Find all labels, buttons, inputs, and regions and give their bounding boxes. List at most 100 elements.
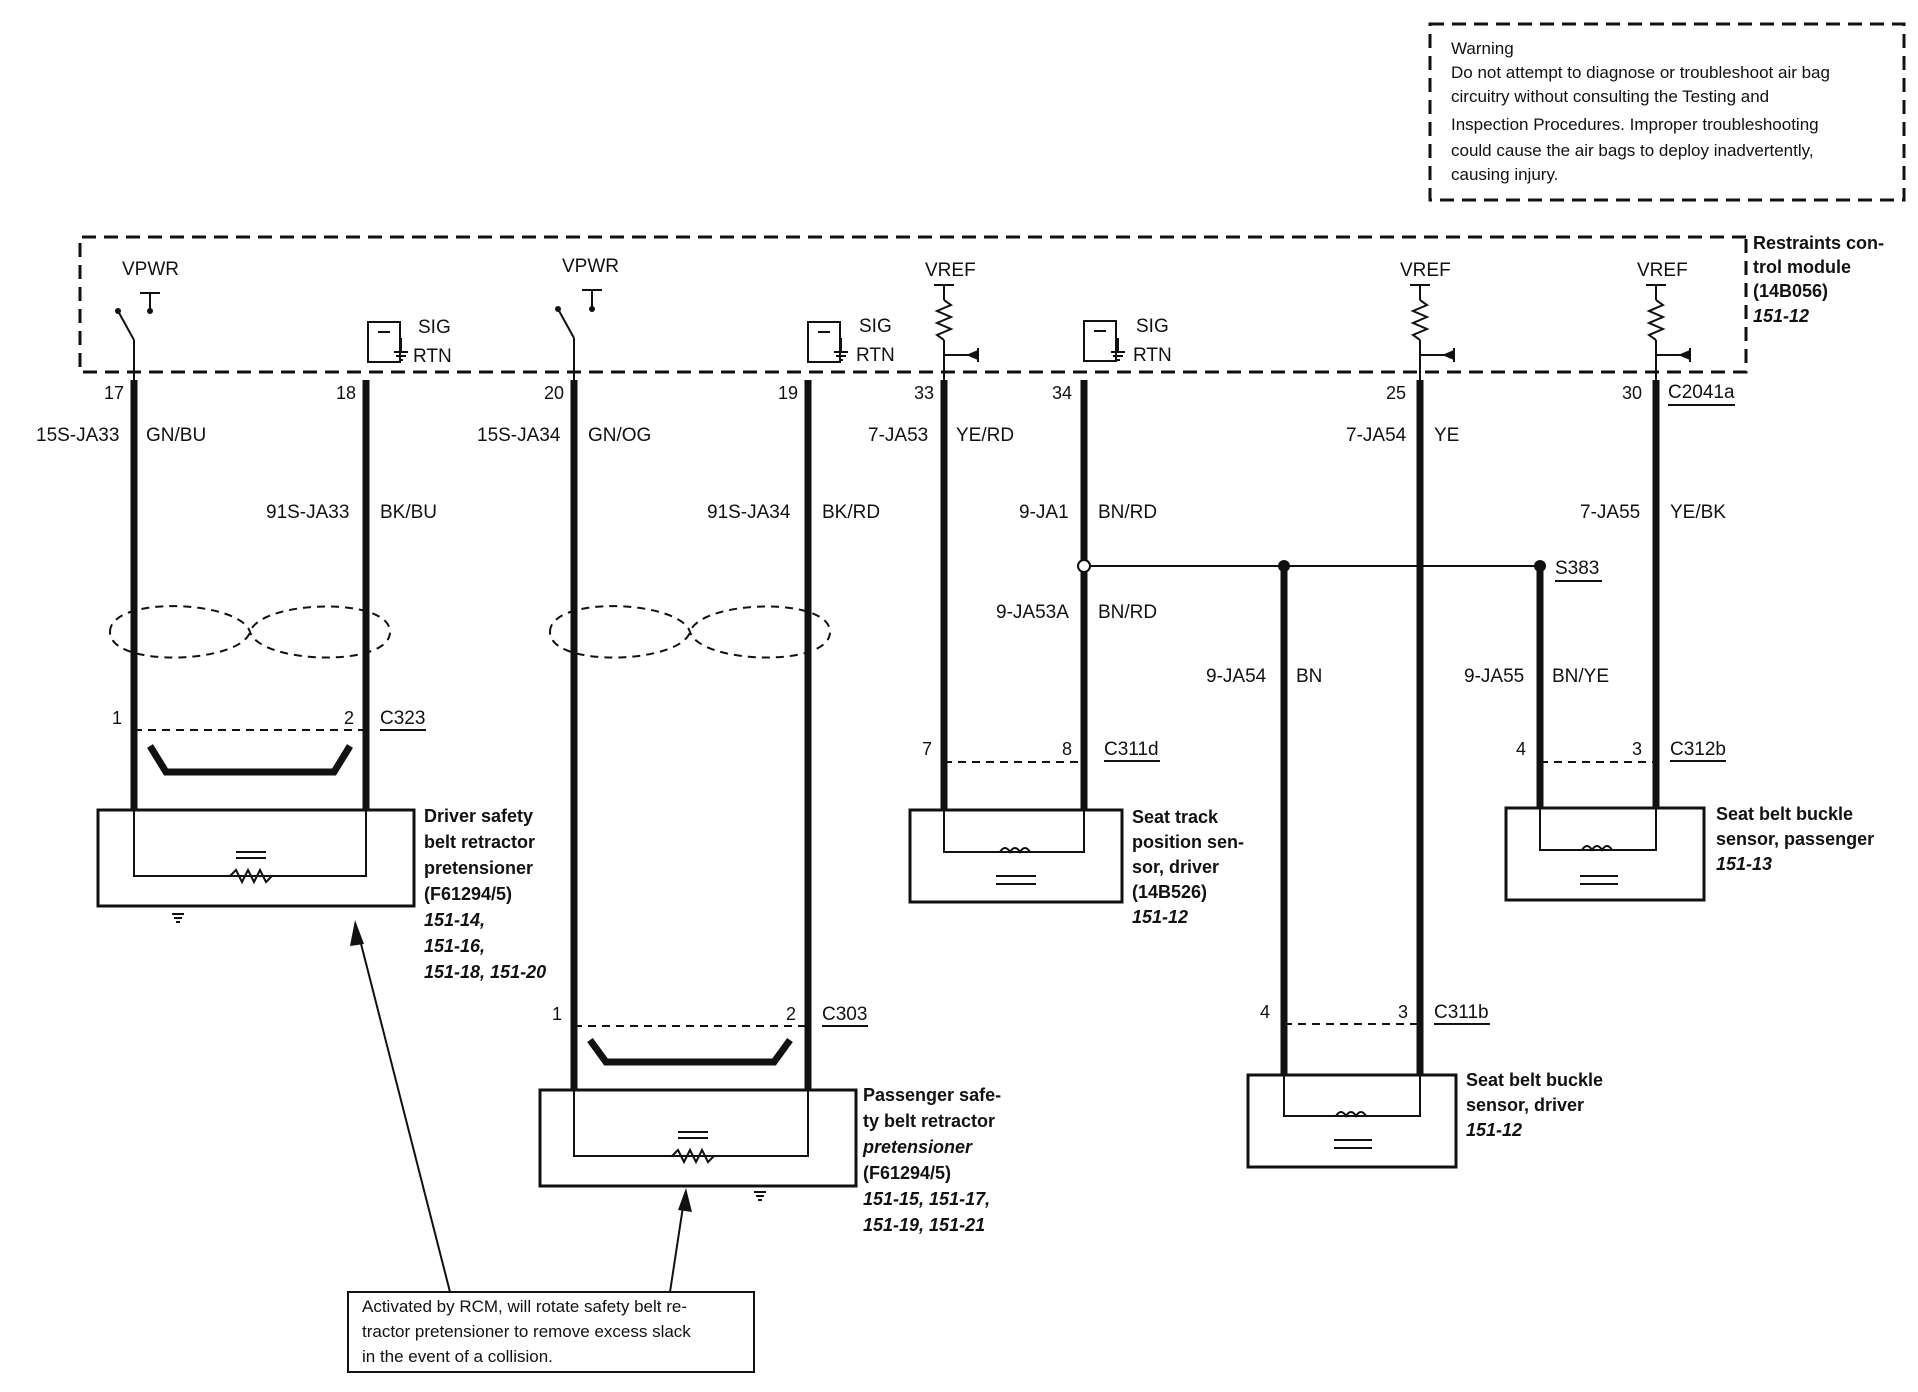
pin-20: 20 bbox=[544, 383, 564, 403]
pin-33: 33 bbox=[914, 383, 934, 403]
seat-track-line-1: Seat track bbox=[1132, 807, 1219, 827]
sig-label-2: SIG bbox=[859, 316, 892, 337]
c311d-label: C311d bbox=[1104, 739, 1159, 760]
note-line-2: tractor pretensioner to remove excess sl… bbox=[362, 1322, 691, 1341]
note-arrow-2 bbox=[669, 1199, 685, 1293]
sig-label-3: SIG bbox=[1136, 316, 1169, 337]
connector-c303: 1 2 C303 bbox=[552, 1004, 868, 1066]
warning-line-5: causing injury. bbox=[1451, 165, 1558, 184]
twisted-pair-1 bbox=[108, 605, 392, 659]
vpwr-label-2: VPWR bbox=[562, 256, 619, 277]
circuit-9-ja55: 9-JA55 bbox=[1464, 666, 1524, 687]
warning-line-1: Do not attempt to diagnose or troublesho… bbox=[1451, 63, 1830, 82]
driver-pret-line-4: (F61294/5) bbox=[424, 884, 512, 904]
connector-c311d: 7 8 C311d bbox=[922, 739, 1160, 763]
vref-label-1: VREF bbox=[925, 260, 976, 281]
pass-pret-line-3: pretensioner bbox=[862, 1137, 973, 1157]
circuit-15s-ja33: 15S-JA33 bbox=[36, 425, 119, 446]
c311b-pin-3: 3 bbox=[1398, 1002, 1408, 1022]
circuit-7-ja54: 7-JA54 bbox=[1346, 425, 1407, 446]
pin-17: 17 bbox=[104, 383, 124, 403]
color-gn-og: GN/OG bbox=[588, 425, 651, 446]
vpwr-switch-2: VPWR bbox=[555, 256, 619, 380]
driver-pret-ref-2: 151-16, bbox=[424, 936, 485, 956]
circuit-7-ja55: 7-JA55 bbox=[1580, 502, 1640, 523]
color-bn: BN bbox=[1296, 666, 1322, 687]
vpwr-label-1: VPWR bbox=[122, 259, 179, 280]
circuit-7-ja53: 7-JA53 bbox=[868, 425, 928, 446]
pass-pret-ref-1: 151-15, 151-17, bbox=[863, 1189, 990, 1209]
module-connector-label: C2041a bbox=[1668, 382, 1735, 403]
rtn-label-3: RTN bbox=[1133, 345, 1172, 366]
c303-pin-2: 2 bbox=[786, 1004, 796, 1024]
note-line-1: Activated by RCM, will rotate safety bel… bbox=[362, 1297, 687, 1316]
module-name-line-1: Restraints con- bbox=[1753, 233, 1884, 253]
splice-dot-2 bbox=[1278, 560, 1290, 572]
driver-pret-line-3: pretensioner bbox=[424, 858, 533, 878]
driver-pretensioner: Driver safety belt retractor pretensione… bbox=[96, 806, 546, 982]
seat-track-line-4: (14B526) bbox=[1132, 882, 1207, 902]
c311b-label: C311b bbox=[1434, 1002, 1489, 1023]
c311d-pin-8: 8 bbox=[1062, 739, 1072, 759]
pin-30: 30 bbox=[1622, 383, 1642, 403]
color-ye-bk: YE/BK bbox=[1670, 502, 1726, 523]
c323-label: C323 bbox=[380, 708, 425, 729]
note-box: Activated by RCM, will rotate safety bel… bbox=[347, 920, 755, 1373]
c311b-pin-4: 4 bbox=[1260, 1002, 1270, 1022]
seat-track-line-2: position sen- bbox=[1132, 832, 1244, 852]
warning-line-4: could cause the air bags to deploy inadv… bbox=[1451, 141, 1814, 160]
buckle-pass-line-2: sensor, passenger bbox=[1716, 829, 1874, 849]
color-gn-bu: GN/BU bbox=[146, 425, 206, 446]
c312b-pin-3: 3 bbox=[1632, 739, 1642, 759]
module-name-line-3: (14B056) bbox=[1753, 281, 1828, 301]
color-bn-ye: BN/YE bbox=[1552, 666, 1609, 687]
c312b-label: C312b bbox=[1670, 739, 1726, 760]
pin-18: 18 bbox=[336, 383, 356, 403]
color-bk-bu: BK/BU bbox=[380, 502, 437, 523]
circuit-91s-ja34: 91S-JA34 bbox=[707, 502, 791, 523]
buckle-driver-line-1: Seat belt buckle bbox=[1466, 1070, 1603, 1090]
connector-c323: 1 2 C323 bbox=[112, 708, 426, 776]
pin-19: 19 bbox=[778, 383, 798, 403]
splice-dot-1 bbox=[1077, 559, 1091, 573]
warning-line-3: Inspection Procedures. Improper troubles… bbox=[1451, 115, 1819, 134]
color-ye-rd: YE/RD bbox=[956, 425, 1014, 446]
driver-buckle-sensor: Seat belt buckle sensor, driver 151-12 bbox=[1246, 1070, 1603, 1169]
splice-label: S383 bbox=[1555, 558, 1599, 579]
pass-pret-line-4: (F61294/5) bbox=[863, 1163, 951, 1183]
rtn-label-1: RTN bbox=[413, 346, 452, 367]
color-ye: YE bbox=[1434, 425, 1459, 446]
color-bn-rd-1: BN/RD bbox=[1098, 502, 1157, 523]
c303-label: C303 bbox=[822, 1004, 867, 1025]
circuit-9-ja53a: 9-JA53A bbox=[996, 602, 1069, 623]
restraints-control-module: Restraints con- trol module (14B056) 151… bbox=[78, 233, 1884, 406]
warning-line-2: circuitry without consulting the Testing… bbox=[1451, 87, 1769, 106]
splice-dot-3 bbox=[1534, 560, 1546, 572]
note-line-3: in the event of a collision. bbox=[362, 1347, 553, 1366]
pass-pret-line-1: Passenger safe- bbox=[863, 1085, 1001, 1105]
circuit-9-ja1: 9-JA1 bbox=[1019, 502, 1069, 523]
pin-34: 34 bbox=[1052, 383, 1072, 403]
twisted-pair-2 bbox=[548, 605, 832, 659]
c323-pin-2: 2 bbox=[344, 708, 354, 728]
circuit-91s-ja33: 91S-JA33 bbox=[266, 502, 349, 523]
pass-pret-ref-2: 151-19, 151-21 bbox=[863, 1215, 985, 1235]
connector-c311b: 4 3 C311b bbox=[1260, 1002, 1490, 1025]
module-ref: 151-12 bbox=[1753, 306, 1809, 326]
note-arrow-1 bbox=[357, 931, 451, 1293]
seat-track-ref: 151-12 bbox=[1132, 907, 1188, 927]
c311d-pin-7: 7 bbox=[922, 739, 932, 759]
buckle-driver-ref: 151-12 bbox=[1466, 1120, 1522, 1140]
buckle-pass-ref: 151-13 bbox=[1716, 854, 1772, 874]
warning-title: Warning bbox=[1451, 39, 1514, 58]
vref-1: VREF bbox=[925, 260, 979, 380]
rtn-label-2: RTN bbox=[856, 345, 895, 366]
color-bk-rd: BK/RD bbox=[822, 502, 880, 523]
module-name-line-2: trol module bbox=[1753, 257, 1851, 277]
sig-rtn-1: SIG RTN bbox=[367, 317, 452, 367]
driver-pret-ref-3: 151-18, 151-20 bbox=[424, 962, 546, 982]
driver-pret-line-1: Driver safety bbox=[424, 806, 533, 826]
buckle-pass-line-1: Seat belt buckle bbox=[1716, 804, 1853, 824]
circuit-15s-ja34: 15S-JA34 bbox=[477, 425, 561, 446]
